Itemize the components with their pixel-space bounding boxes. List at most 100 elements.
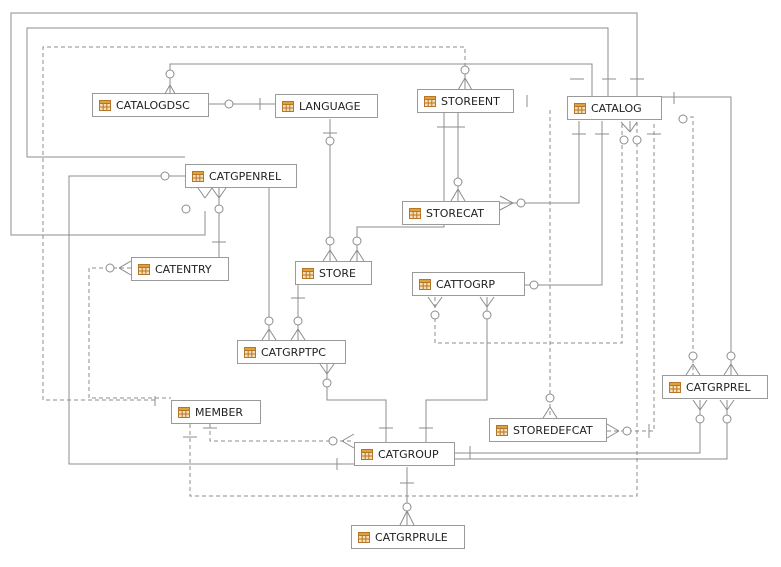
entity-language[interactable]: LANGUAGE bbox=[275, 94, 378, 118]
crows-foot bbox=[606, 423, 620, 439]
table-icon bbox=[361, 448, 373, 460]
crows-foot bbox=[457, 77, 473, 91]
rel-circle bbox=[293, 316, 303, 326]
crows-foot bbox=[427, 296, 443, 308]
table-icon bbox=[282, 100, 294, 112]
entity-catgroup[interactable]: CATGROUP bbox=[354, 442, 455, 466]
table-icon bbox=[138, 263, 150, 275]
rel-circle bbox=[214, 204, 224, 214]
rel-circle bbox=[622, 426, 632, 436]
table-icon bbox=[669, 381, 681, 393]
entity-member[interactable]: MEMBER bbox=[171, 400, 261, 424]
table-icon bbox=[99, 99, 111, 111]
rel-line bbox=[10, 12, 638, 236]
rel-circle bbox=[430, 310, 440, 320]
entity-name: CATALOGDSC bbox=[116, 98, 190, 112]
table-icon bbox=[574, 102, 586, 114]
rel-circle bbox=[453, 177, 463, 187]
rel-circle bbox=[160, 171, 170, 181]
rel-line bbox=[169, 63, 593, 97]
rel-line bbox=[356, 113, 445, 261]
entity-catgpenrel[interactable]: CATGPENREL bbox=[185, 164, 297, 188]
rel-line-dashed bbox=[42, 46, 466, 401]
crows-foot bbox=[197, 187, 213, 199]
crows-foot bbox=[261, 328, 277, 341]
table-icon bbox=[409, 207, 421, 219]
crows-foot bbox=[685, 363, 701, 376]
table-icon bbox=[358, 531, 370, 543]
rel-line bbox=[425, 297, 488, 442]
rel-line bbox=[651, 96, 732, 375]
crows-foot bbox=[319, 363, 335, 375]
rel-circle bbox=[726, 351, 736, 361]
rel-circle bbox=[516, 198, 526, 208]
table-icon bbox=[419, 278, 431, 290]
rel-circle bbox=[352, 236, 362, 246]
crows-foot bbox=[450, 188, 466, 202]
crows-foot bbox=[211, 187, 227, 199]
entity-name: STORE bbox=[319, 266, 356, 280]
crows-foot bbox=[542, 406, 558, 419]
rel-circle bbox=[325, 136, 335, 146]
entity-name: CATGPENREL bbox=[209, 169, 282, 183]
entity-storeent[interactable]: STOREENT bbox=[417, 89, 514, 113]
rel-line-dashed bbox=[88, 267, 171, 399]
crows-foot bbox=[322, 249, 338, 262]
rel-line-dashed bbox=[683, 116, 694, 375]
rel-line-dashed bbox=[434, 121, 623, 344]
table-icon bbox=[178, 406, 190, 418]
rel-circle bbox=[619, 135, 629, 145]
rel-circle bbox=[402, 502, 412, 512]
entity-catgrprule[interactable]: CATGRPRULE bbox=[351, 525, 465, 549]
entity-catgrptpc[interactable]: CATGRPTPC bbox=[237, 340, 346, 364]
rel-circle bbox=[325, 236, 335, 246]
entity-name: CATGROUP bbox=[378, 447, 439, 461]
rel-line bbox=[326, 364, 387, 442]
entity-name: CATGRPREL bbox=[686, 380, 751, 394]
crows-foot bbox=[349, 249, 365, 262]
crows-foot bbox=[692, 399, 708, 411]
rel-circle bbox=[688, 351, 698, 361]
rel-line-dashed bbox=[607, 121, 655, 432]
entity-catentry[interactable]: CATENTRY bbox=[131, 257, 229, 281]
entity-storedefcat[interactable]: STOREDEFCAT bbox=[489, 418, 607, 442]
table-icon bbox=[192, 170, 204, 182]
rel-line bbox=[525, 121, 603, 286]
rel-circle bbox=[224, 99, 234, 109]
rel-circle bbox=[181, 204, 191, 214]
rel-circle bbox=[482, 310, 492, 320]
entity-cattogrp[interactable]: CATTOGRP bbox=[412, 272, 525, 296]
crows-foot bbox=[118, 260, 132, 276]
entity-storecat[interactable]: STORECAT bbox=[402, 201, 500, 225]
rel-line bbox=[500, 121, 580, 204]
entity-store[interactable]: STORE bbox=[295, 261, 372, 285]
rel-circle bbox=[722, 414, 732, 424]
rel-circle bbox=[632, 135, 642, 145]
entity-name: STORECAT bbox=[426, 206, 485, 220]
entity-name: CATTOGRP bbox=[436, 277, 496, 291]
entity-name: MEMBER bbox=[195, 405, 244, 419]
crows-foot bbox=[399, 510, 415, 526]
rel-circle bbox=[460, 65, 470, 75]
rel-line bbox=[26, 27, 609, 158]
rel-circle bbox=[165, 69, 175, 79]
crows-foot bbox=[719, 399, 735, 411]
rel-circle bbox=[264, 316, 274, 326]
entity-name: STOREENT bbox=[441, 94, 500, 108]
crows-foot bbox=[620, 121, 638, 133]
entity-name: LANGUAGE bbox=[299, 99, 361, 113]
table-icon bbox=[302, 267, 314, 279]
crows-foot bbox=[499, 195, 514, 211]
entity-name: CATGRPTPC bbox=[261, 345, 326, 359]
rel-circle bbox=[545, 393, 555, 403]
entity-catgrprel[interactable]: CATGRPREL bbox=[662, 375, 768, 399]
crows-foot bbox=[290, 328, 306, 341]
table-icon bbox=[244, 346, 256, 358]
rel-line bbox=[68, 175, 354, 465]
rel-line-dashed bbox=[189, 121, 638, 497]
entity-catalogdsc[interactable]: CATALOGDSC bbox=[92, 93, 209, 117]
entity-name: CATGRPRULE bbox=[375, 530, 448, 544]
entity-catalog[interactable]: CATALOG bbox=[567, 96, 662, 120]
crows-foot bbox=[479, 296, 495, 308]
